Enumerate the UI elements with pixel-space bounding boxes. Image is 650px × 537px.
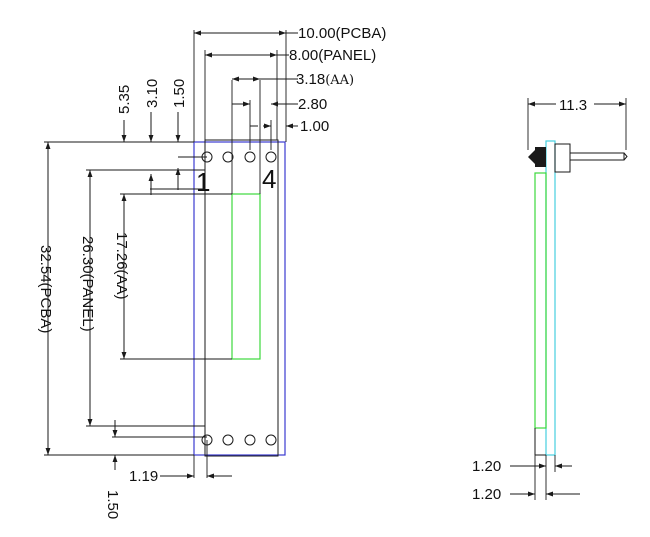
dim-panel-width: 8.00(PANEL) bbox=[289, 47, 376, 64]
pin-label-1: 1 bbox=[196, 167, 210, 197]
dim-total-thickness-group: 11.3 bbox=[527, 96, 627, 150]
dim-pcba-height: 32.54(PCBA) bbox=[37, 245, 54, 333]
pin-label-4: 4 bbox=[262, 164, 276, 194]
top-dimensions: 10.00(PCBA) 8.00(PANEL) 3.18(AA) 2.80 1.… bbox=[193, 25, 386, 194]
pcb-side bbox=[534, 172, 547, 429]
dim-pcb-thickness: 1.20 bbox=[472, 486, 501, 503]
dim-offset-535: 5.35 bbox=[116, 85, 133, 114]
active-area bbox=[231, 193, 261, 360]
bottom-pin-holes bbox=[201, 434, 277, 446]
dim-pin-pitch: 1.00 bbox=[300, 118, 329, 135]
dim-total-thickness: 11.3 bbox=[559, 97, 587, 114]
panel-glass-side bbox=[545, 140, 556, 456]
pin-hole bbox=[244, 434, 256, 446]
dim-pcb-thickness-group: 1.20 bbox=[472, 455, 580, 503]
pin-hole bbox=[265, 151, 277, 163]
pin-hole bbox=[222, 434, 234, 446]
left-dimensions: 32.54(PCBA) 26.30(PANEL) 17.26(AA) 5.35 … bbox=[37, 79, 232, 456]
dim-glass-thickness: 1.20 bbox=[472, 458, 501, 475]
dim-panel-height: 26.30(PANEL) bbox=[79, 236, 96, 332]
dim-aa-height: 17.26(AA) bbox=[113, 232, 130, 300]
dim-hole-offset-y: 1.50 bbox=[104, 490, 121, 519]
header-pin bbox=[528, 143, 628, 173]
dim-pcba-width: 10.00(PCBA) bbox=[298, 25, 386, 42]
dim-pin-offset: 2.80 bbox=[298, 96, 327, 113]
top-pin-holes bbox=[201, 151, 277, 163]
pin-hole bbox=[244, 151, 256, 163]
pin-hole bbox=[222, 151, 234, 163]
panel-outline bbox=[204, 139, 279, 457]
dim-offset-310: 3.10 bbox=[144, 79, 161, 108]
dim-offset-150: 1.50 bbox=[171, 79, 188, 108]
dim-aa-width: 3.18(AA) bbox=[296, 71, 354, 88]
bottom-dimensions: 1.19 1.50 bbox=[104, 420, 232, 519]
side-view: 11.3 1.20 1.20 bbox=[472, 96, 628, 503]
pcba-outline bbox=[193, 141, 286, 456]
front-view: 1 4 10.00(PCBA) 8.00(PANEL) 3.18(AA) bbox=[37, 25, 386, 519]
dim-hole-offset-x: 1.19 bbox=[129, 468, 158, 485]
pin-hole bbox=[265, 434, 277, 446]
dim-glass-thickness-group: 1.20 bbox=[472, 455, 572, 500]
